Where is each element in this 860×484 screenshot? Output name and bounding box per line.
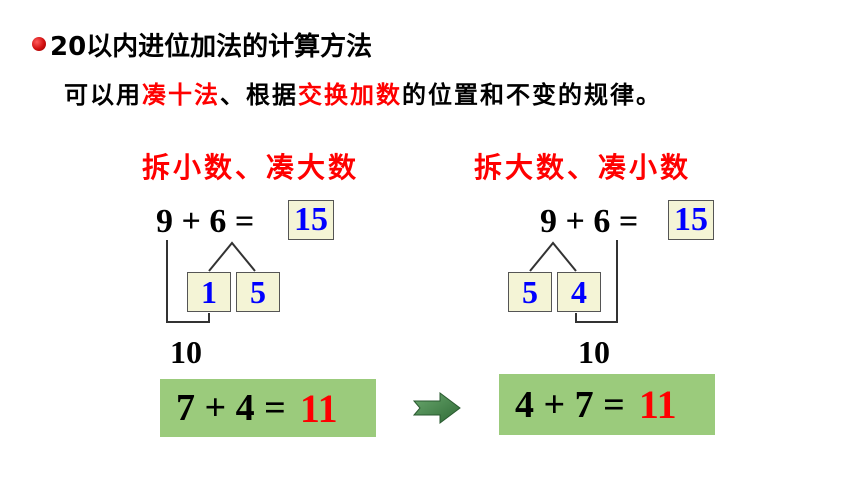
subtitle-text-1: 可以用	[64, 80, 142, 109]
left-ten-label: 10	[170, 334, 202, 370]
subtitle-highlight-1: 凑十法	[142, 80, 220, 109]
left-bottom-result: 11	[299, 385, 338, 431]
left-result-panel: 7 + 4 = 11	[160, 379, 376, 437]
left-bottom-equation: 7 + 4 =	[176, 387, 286, 429]
section-title: 20以内进位加法的计算方法	[50, 32, 373, 62]
bullet-dot-icon	[32, 37, 46, 51]
left-equation: 9 + 6 =	[156, 203, 255, 240]
right-answer-box: 15	[668, 200, 714, 240]
right-arrow-icon	[412, 392, 461, 424]
subtitle-text-2: 、根据	[220, 80, 298, 109]
left-heading: 拆小数、凑大数	[142, 151, 360, 184]
left-part-a: 1	[187, 272, 231, 312]
subtitle-highlight-2: 交换加数	[298, 80, 402, 109]
right-bottom-result: 11	[638, 382, 677, 427]
right-result-panel: 4 + 7 = 11	[499, 374, 715, 435]
right-part-a: 5	[508, 272, 552, 312]
left-answer-box: 15	[288, 200, 334, 240]
right-part-b: 4	[557, 272, 601, 312]
right-bottom-equation: 4 + 7 =	[515, 383, 625, 426]
subtitle-text-3: 的位置和不变的规律。	[402, 80, 662, 109]
right-ten-label: 10	[578, 334, 610, 370]
right-equation: 9 + 6 =	[540, 203, 639, 240]
left-part-b: 5	[236, 272, 280, 312]
subtitle: 可以用凑十法、根据交换加数的位置和不变的规律。	[64, 75, 662, 110]
right-heading: 拆大数、凑小数	[474, 151, 692, 184]
